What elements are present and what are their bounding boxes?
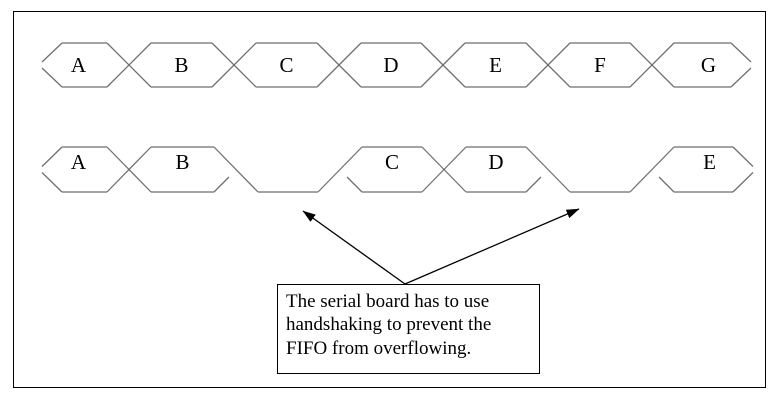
open-start-slant: [41, 42, 63, 63]
open-start-slant: [41, 67, 63, 88]
frame-label-a-row2: A: [71, 150, 87, 174]
gap-fall-slant: [525, 146, 571, 193]
frame-label-b-row1: B: [174, 53, 188, 77]
frame-label-c-row2: C: [385, 150, 399, 174]
bus-row-handshaked-stream-labels: A B C D E: [71, 150, 716, 174]
transition-cross-line: [420, 42, 466, 88]
gap-rise-slant: [629, 146, 675, 193]
bus-row-continuous-stream-labels: A B C D E F G: [71, 53, 716, 77]
transition-cross-line: [211, 42, 257, 88]
callout-arrow-2: [404, 208, 580, 285]
open-end-slant: [730, 67, 752, 88]
bus-row-continuous-stream: [41, 42, 752, 88]
callout-text-line-1: The serial board has to use: [286, 291, 490, 312]
transition-cross-line: [629, 42, 675, 88]
frame-label-g-row1: G: [701, 53, 716, 77]
gap-half-cross-tick: [346, 176, 363, 193]
frame-label-d-row2: D: [488, 150, 503, 174]
transition-cross-line: [106, 146, 152, 193]
frame-label-a-row1: A: [71, 53, 87, 77]
frame-label-e-row2: E: [703, 150, 716, 174]
callout-arrow-1: [302, 210, 406, 285]
transition-cross-line: [421, 146, 467, 193]
gap-half-cross-tick: [525, 176, 542, 193]
gap-rise-slant: [317, 146, 363, 193]
open-start-slant: [41, 146, 63, 167]
open-end-slant: [730, 42, 752, 63]
frame-label-b-row2: B: [175, 150, 189, 174]
callout-text-line-3: FIFO from overflowing.: [286, 337, 472, 359]
gap-fall-slant: [213, 146, 259, 193]
frame-label-c-row1: C: [279, 53, 293, 77]
frame-label-f-row1: F: [594, 53, 606, 77]
gap-half-cross-tick: [658, 176, 675, 193]
open-end-slant: [732, 172, 754, 193]
gap-half-cross-tick: [213, 176, 230, 193]
transition-cross-line: [316, 42, 362, 88]
transition-cross-line: [106, 42, 152, 88]
diagram-border: [13, 11, 766, 388]
transition-cross-line: [525, 42, 571, 88]
open-start-slant: [41, 172, 63, 193]
frame-label-e-row1: E: [489, 53, 502, 77]
open-end-slant: [732, 146, 754, 167]
bus-row-handshaked-stream: [41, 146, 754, 193]
frame-label-d-row1: D: [383, 53, 398, 77]
callout-text-line-2: handshaking to prevent the: [286, 314, 492, 336]
